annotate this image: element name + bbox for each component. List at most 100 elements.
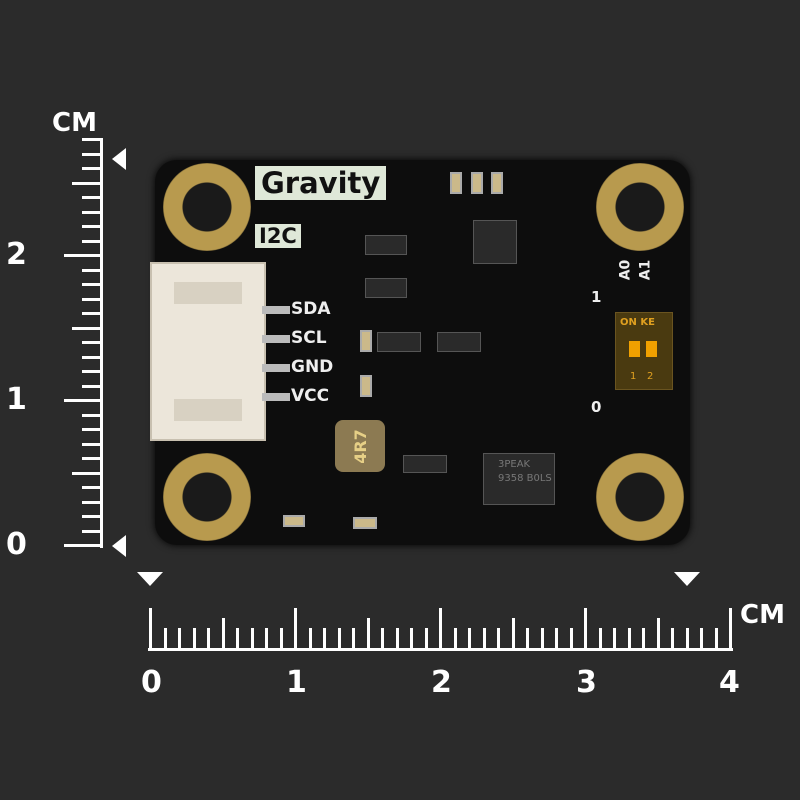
transistor <box>365 278 407 298</box>
hruler-tick <box>352 628 355 650</box>
soic-ic: 3PEAK 9358 B0LS <box>483 453 555 505</box>
vruler-tick <box>82 457 102 460</box>
vruler-tick <box>82 152 102 156</box>
smd-part <box>450 172 462 194</box>
addr-label-a1: A1 <box>637 259 654 281</box>
smd-part <box>491 172 503 194</box>
vruler-label-0: 0 <box>6 527 27 562</box>
vruler-tick <box>82 196 102 199</box>
vruler-tick <box>72 326 102 330</box>
hruler-tick <box>424 628 428 650</box>
inductor-marking: 4R7 <box>350 428 370 464</box>
hruler-tick <box>149 608 152 650</box>
mounting-hole <box>596 163 684 251</box>
vruler-tick <box>82 486 102 489</box>
sot23-chip <box>403 455 447 473</box>
transistor <box>437 332 481 352</box>
pin-label-gnd: GND <box>291 357 334 377</box>
hruler-tick <box>265 628 268 650</box>
vruler-tick <box>82 239 102 243</box>
hruler-tick <box>279 628 283 650</box>
hruler-label-0: 0 <box>141 665 162 700</box>
hruler-tick <box>192 628 196 650</box>
jst-connector[interactable] <box>150 262 266 441</box>
hruler-tick <box>381 628 384 650</box>
switch-side-0: 0 <box>591 398 602 416</box>
hruler-tick <box>337 628 341 650</box>
vruler-tick <box>82 341 102 344</box>
vruler-tick <box>64 254 102 257</box>
hruler-label-4: 4 <box>719 665 740 700</box>
connector-slot <box>174 282 242 304</box>
hruler-tick <box>250 628 254 650</box>
vruler-spine <box>100 138 103 548</box>
hruler-tick <box>729 608 732 650</box>
pin-vcc <box>262 393 290 401</box>
pcb-board: Gravity I2C SDA SCL GND VCC 4R7 3PEAK 93… <box>150 160 690 545</box>
vruler-tick <box>82 268 102 272</box>
hruler-tick <box>540 628 544 650</box>
mounting-hole <box>163 163 251 251</box>
addr-label-a0: A0 <box>617 259 634 281</box>
dip-switch[interactable]: ON KE 1 2 <box>615 312 673 390</box>
hruler-tick <box>366 618 370 650</box>
pin-gnd <box>262 364 290 372</box>
hruler-tick <box>221 618 225 650</box>
vruler-tick <box>64 544 102 547</box>
hruler-tick <box>685 628 689 650</box>
switch-side-1: 1 <box>591 288 602 306</box>
hruler-label-2: 2 <box>431 665 452 700</box>
hruler-tick <box>207 628 210 650</box>
hruler-tick <box>627 628 631 650</box>
hruler-label-1: 1 <box>286 665 307 700</box>
vruler-tick <box>82 297 102 301</box>
hruler-label-3: 3 <box>576 665 597 700</box>
hruler-tick <box>497 628 500 650</box>
vruler-tick <box>64 399 102 402</box>
hruler-unit: CM <box>740 600 785 630</box>
hruler-tick <box>714 628 718 650</box>
hruler-tick <box>439 608 442 650</box>
smd-part <box>283 515 305 527</box>
vruler-tick <box>82 442 102 446</box>
hruler-tick <box>294 608 297 650</box>
transistor <box>377 332 421 352</box>
vruler-tick <box>82 529 102 533</box>
vruler-tick <box>82 500 102 504</box>
vruler-tick <box>82 283 102 286</box>
hruler-tick <box>236 628 239 650</box>
vruler-marker-top <box>112 148 126 170</box>
hruler-tick <box>395 628 399 650</box>
hruler-tick <box>482 628 486 650</box>
vruler-tick <box>82 167 102 170</box>
hruler-tick <box>178 628 181 650</box>
vruler-tick <box>82 355 102 359</box>
vruler-tick <box>82 138 102 141</box>
pin-label-vcc: VCC <box>291 386 330 406</box>
hruler-tick <box>642 628 645 650</box>
inductor: 4R7 <box>335 420 385 472</box>
hruler-tick <box>526 628 529 650</box>
hruler-tick <box>555 628 558 650</box>
hruler-tick <box>308 628 312 650</box>
hruler-tick <box>656 618 660 650</box>
dip-switch-toggle-1[interactable] <box>629 341 640 357</box>
smd-part <box>353 517 377 529</box>
vruler-tick <box>82 413 102 417</box>
pin-label-scl: SCL <box>291 328 327 348</box>
vruler-marker-bottom <box>112 535 126 557</box>
dip-pos-2: 2 <box>647 371 654 382</box>
mounting-hole <box>596 453 684 541</box>
vruler-unit: CM <box>52 108 97 138</box>
hruler-tick <box>410 628 413 650</box>
qfn-chip <box>473 220 517 264</box>
hruler-tick <box>453 628 457 650</box>
vruler-tick <box>82 370 102 373</box>
vruler-tick <box>82 312 102 315</box>
hruler-tick <box>569 628 573 650</box>
vruler-tick <box>82 384 102 388</box>
dip-switch-toggle-2[interactable] <box>646 341 657 357</box>
pin-sda <box>262 306 290 314</box>
hruler-tick <box>468 628 471 650</box>
connector-slot <box>174 399 242 421</box>
